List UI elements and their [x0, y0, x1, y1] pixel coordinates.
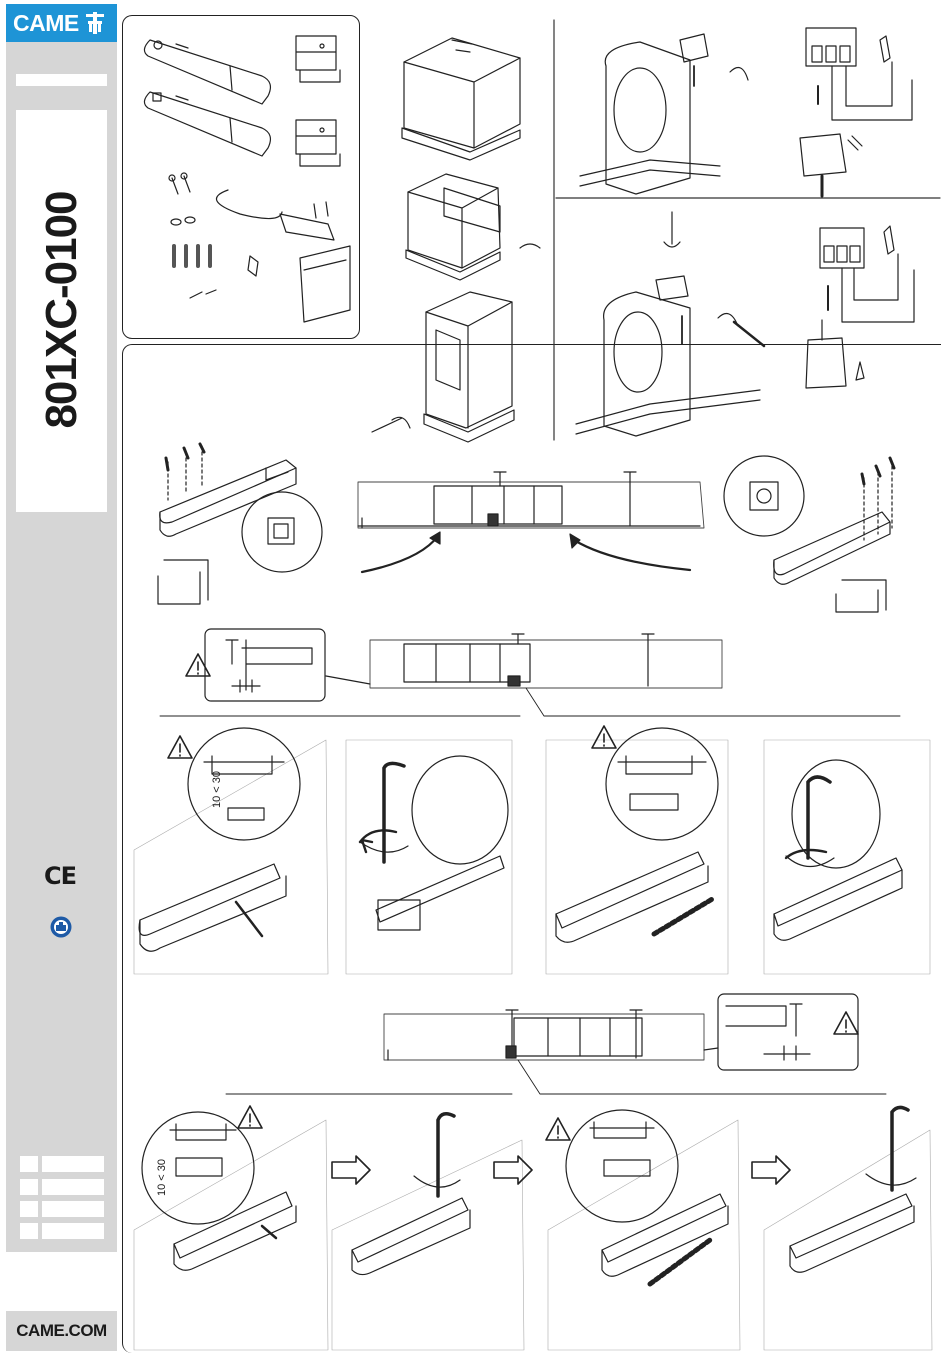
- bracket: [296, 36, 340, 82]
- bracket: [296, 120, 340, 166]
- gate-overview: [358, 472, 704, 572]
- warning-icon: [546, 1118, 570, 1140]
- limit-switch-arm: [144, 40, 270, 104]
- warning-icon: [834, 1012, 858, 1034]
- warning-icon: [168, 736, 192, 758]
- warning-icon: [238, 1106, 262, 1128]
- limit-switch-arm: [144, 92, 270, 156]
- mounting-plate: [300, 246, 350, 322]
- gate-closed-strip: [226, 994, 886, 1094]
- right-switch-assembly: [724, 456, 894, 612]
- adjust-steps-row-2: [134, 1107, 932, 1350]
- warning-icon: [592, 726, 616, 748]
- warning-icon: [186, 654, 210, 676]
- left-switch-assembly: [158, 444, 322, 604]
- rotate-arrow-icon: [360, 830, 396, 852]
- dimension-label-bottom: 10 < 30: [156, 1159, 168, 1196]
- kit-contents: [144, 36, 350, 322]
- sensor-with-cable: [216, 190, 334, 240]
- cable-clip: [248, 256, 258, 276]
- cover-removal-steps: [372, 38, 540, 442]
- screw-set: [169, 173, 216, 298]
- gate-open-strip: [160, 629, 900, 716]
- dimension-label-top: 10 < 30: [211, 771, 223, 808]
- motor-unit-bottom: [576, 212, 914, 436]
- motor-unit-top: [554, 20, 940, 440]
